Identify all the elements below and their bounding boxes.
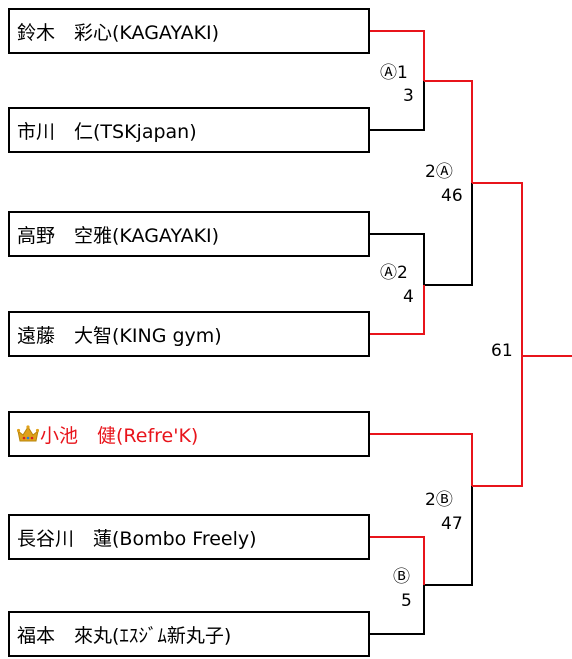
match-label-sf-b: 2Ⓑ (425, 490, 453, 510)
player-name: 鈴木 彩心(KAGAYAKI) (17, 21, 220, 44)
match-number-sf-b: 47 (441, 514, 463, 534)
player-slot-3: 高野 空雅(KAGAYAKI) (8, 211, 370, 257)
bracket-line-sfb-to-final (472, 356, 523, 487)
match-number-sf-a: 46 (441, 186, 463, 206)
player-slot-1: 鈴木 彩心(KAGAYAKI) (8, 8, 370, 54)
match-number-a2: 4 (403, 287, 414, 307)
bracket-line-ichikawa (370, 81, 425, 131)
bracket-line-fukumoto (370, 585, 425, 635)
player-slot-4: 遠藤 大智(KING gym) (8, 311, 370, 357)
player-name: 小池 健(Refre'K) (40, 424, 199, 447)
player-slot-6: 長谷川 蓮(Bombo Freely) (8, 514, 370, 560)
bracket-line-b-to-sfb (424, 486, 473, 586)
bracket-line-endo (370, 285, 425, 335)
match-number-a1: 3 (403, 86, 414, 106)
match-label-a1: Ⓐ1 (380, 63, 408, 83)
player-name: 市川 仁(TSKjapan) (17, 120, 197, 143)
match-label-b: Ⓑ (393, 567, 410, 587)
player-name: 遠藤 大智(KING gym) (17, 324, 222, 347)
bracket-line-takano (370, 233, 425, 285)
bracket-line-koike (370, 433, 473, 486)
player-slot-5-winner: 小池 健(Refre'K) (8, 411, 370, 457)
bracket-line-hasegawa (370, 536, 425, 585)
player-name: 長谷川 蓮(Bombo Freely) (17, 527, 257, 550)
crown-icon (17, 425, 39, 442)
match-number-final: 61 (491, 341, 513, 361)
bracket-line-sfa-to-final (472, 182, 523, 356)
bracket-line-suzuki (370, 30, 425, 81)
player-name: 福本 來丸(ｴｽｼﾞﾑ新丸子) (17, 624, 232, 647)
player-slot-2: 市川 仁(TSKjapan) (8, 107, 370, 153)
bracket-line-a1-to-sf (424, 80, 473, 183)
match-label-sf-a: 2Ⓐ (425, 162, 453, 182)
player-slot-7: 福本 來丸(ｴｽｼﾞﾑ新丸子) (8, 611, 370, 657)
bracket-line-a2-to-sf (424, 183, 473, 286)
match-label-a2: Ⓐ2 (380, 263, 408, 283)
match-number-b: 5 (401, 591, 412, 611)
player-name: 高野 空雅(KAGAYAKI) (17, 224, 220, 247)
